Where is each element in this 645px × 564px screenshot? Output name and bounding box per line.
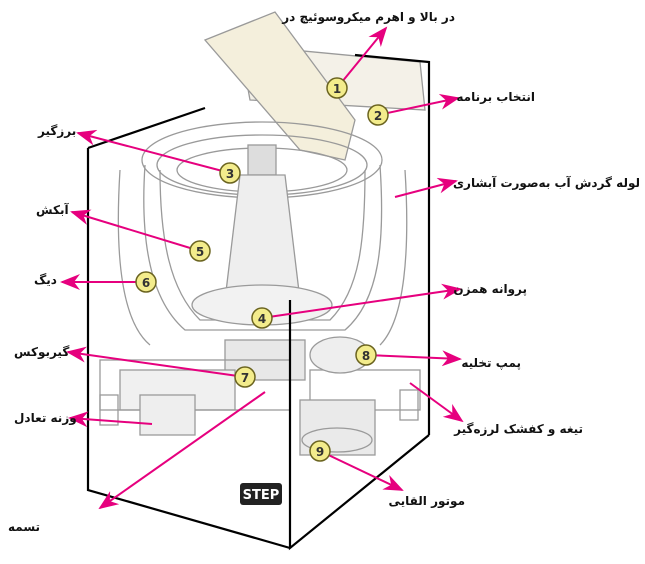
arrow-belt	[98, 391, 266, 510]
marker-circle	[309, 440, 331, 462]
arrow-motor	[319, 450, 404, 491]
step-logo: STEP	[240, 483, 282, 505]
marker-number: 9	[316, 445, 324, 459]
marker-6: 6	[135, 271, 157, 293]
marker-5: 5	[189, 240, 211, 262]
label-motor: موتور القایی	[388, 494, 465, 508]
label-belt: تسمه	[8, 520, 41, 534]
svg-text:STEP: STEP	[243, 488, 280, 503]
marker-circle	[326, 77, 348, 99]
marker-circle	[234, 366, 256, 388]
marker-number: 1	[333, 82, 341, 96]
marker-3: 3	[219, 162, 241, 184]
label-spin-basket: آبکش	[36, 203, 69, 217]
marker-number: 6	[142, 276, 150, 290]
marker-2: 2	[367, 104, 389, 126]
arrow-cascade-pipe	[394, 177, 458, 198]
marker-8: 8	[355, 344, 377, 366]
label-suspension: تیغه و کفشک لرزه‌گیر	[454, 422, 583, 436]
marker-circle	[367, 104, 389, 126]
marker-circle	[251, 307, 273, 329]
label-drain-pump: پمپ تخلیه	[461, 356, 521, 370]
marker-4: 4	[251, 307, 273, 329]
label-agitator: پروانه همزن	[453, 282, 527, 296]
label-cascade-pipe: لوله گردش آب به‌صورت آبشاری	[453, 176, 640, 190]
arrow-counterweight	[68, 411, 153, 428]
marker-7: 7	[234, 366, 256, 388]
marker-circle	[189, 240, 211, 262]
label-program: انتخاب برنامه	[456, 90, 535, 104]
arrow-door	[336, 26, 388, 89]
cabinet-outline	[86, 53, 431, 551]
number-markers: 1 2 3 4 5 6 7 8 9	[135, 77, 389, 462]
cabinet-sketch	[99, 11, 426, 456]
label-door: در بالا و اهرم میکروسوئیچ در	[282, 10, 455, 24]
leader-arrows	[60, 26, 464, 510]
marker-number: 5	[196, 245, 204, 259]
arrow-program	[377, 93, 460, 116]
label-counterweight: وزنه تعادل	[14, 411, 77, 425]
arrow-agitator	[261, 283, 462, 319]
label-lint-filter: برزگیر	[38, 124, 77, 138]
arrow-drain-pump	[365, 350, 462, 367]
marker-circle	[219, 162, 241, 184]
marker-number: 7	[241, 371, 249, 385]
marker-circle	[355, 344, 377, 366]
label-gearbox: گیربوکس	[14, 345, 70, 359]
arrow-suspension	[409, 382, 464, 423]
marker-number: 8	[362, 349, 370, 363]
marker-9: 9	[309, 440, 331, 462]
label-tub: دیگ	[34, 273, 57, 287]
marker-circle	[135, 271, 157, 293]
arrow-gearbox	[66, 346, 246, 378]
arrow-lint-filter	[76, 129, 231, 174]
arrow-spin-basket	[70, 209, 201, 252]
marker-number: 4	[258, 312, 266, 326]
marker-number: 2	[374, 109, 382, 123]
marker-number: 3	[226, 167, 234, 181]
marker-1: 1	[326, 77, 348, 99]
